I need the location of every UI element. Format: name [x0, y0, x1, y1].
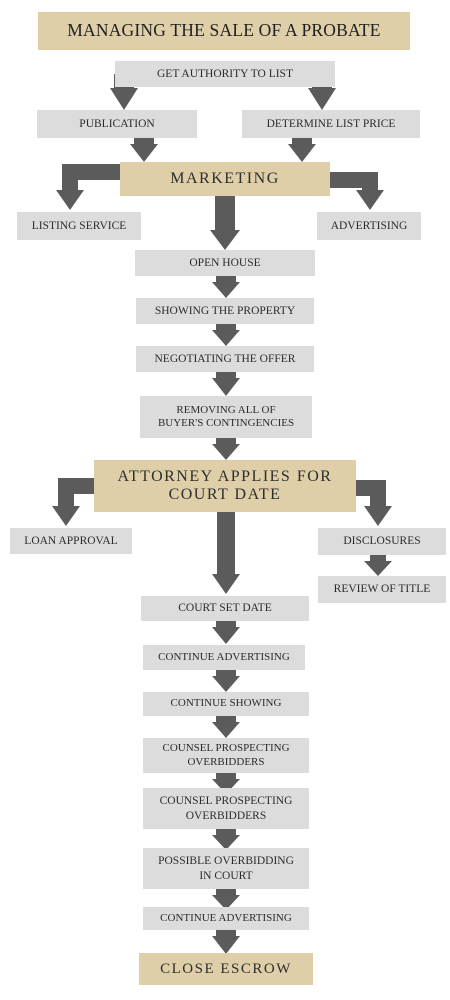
step-get-authority: GET AUTHORITY TO LIST: [115, 61, 335, 87]
step-showing-property: SHOWING THE PROPERTY: [136, 298, 314, 324]
arrow-to-advertising: [328, 172, 384, 210]
step-marketing: MARKETING: [120, 162, 330, 196]
arrow-to-counsel-2: [212, 773, 240, 794]
step-counsel-overbidders-1: COUNSEL PROSPECTING OVERBIDDERS: [143, 738, 309, 773]
arrow-to-court-set-date: [212, 512, 240, 594]
arrow-to-continue-advertising-2: [212, 889, 240, 910]
flowchart-title: MANAGING THE SALE OF A PROBATE: [38, 12, 410, 50]
step-continue-advertising-2: CONTINUE ADVERTISING: [143, 907, 309, 930]
arrow-to-negotiating: [212, 324, 240, 346]
arrow-to-showing: [212, 276, 240, 298]
step-disclosures: DISCLOSURES: [318, 528, 446, 555]
arrow-publication-to-marketing: [130, 138, 158, 162]
step-publication: PUBLICATION: [37, 110, 197, 138]
step-loan-approval: LOAN APPROVAL: [10, 528, 132, 554]
step-continue-showing: CONTINUE SHOWING: [143, 692, 309, 716]
step-counsel-overbidders-2: COUNSEL PROSPECTING OVERBIDDERS: [143, 788, 309, 829]
step-advertising: ADVERTISING: [317, 212, 421, 240]
step-possible-overbidding: POSSIBLE OVERBIDDING IN COURT: [143, 848, 309, 889]
arrow-to-loan-approval: [52, 478, 96, 526]
arrow-to-continue-showing: [212, 670, 240, 692]
step-removing-contingencies: REMOVING ALL OF BUYER'S CONTINGENCIES: [140, 396, 312, 438]
arrow-to-overbidding: [212, 829, 240, 850]
arrow-to-attorney: [212, 438, 240, 460]
arrow-to-listing-service: [56, 164, 122, 210]
step-court-set-date: COURT SET DATE: [141, 596, 309, 621]
step-listing-service: LISTING SERVICE: [17, 212, 141, 240]
step-close-escrow: CLOSE ESCROW: [139, 953, 313, 985]
step-negotiating-offer: NEGOTIATING THE OFFER: [136, 346, 314, 372]
step-attorney-court-date: ATTORNEY APPLIES FOR COURT DATE: [94, 460, 356, 512]
step-continue-advertising-1: CONTINUE ADVERTISING: [143, 645, 305, 670]
arrow-to-close-escrow: [212, 930, 240, 954]
arrow-to-disclosures: [356, 480, 392, 526]
step-review-of-title: REVIEW OF TITLE: [318, 576, 446, 603]
step-open-house: OPEN HOUSE: [135, 250, 315, 276]
arrow-to-review-title: [364, 555, 392, 576]
arrow-to-open-house: [210, 196, 240, 250]
arrow-to-counsel-1: [212, 716, 240, 738]
step-determine-list-price: DETERMINE LIST PRICE: [242, 110, 420, 138]
arrow-price-to-marketing: [288, 138, 316, 162]
arrow-to-continue-advertising-1: [212, 621, 240, 644]
arrow-to-removing: [212, 372, 240, 396]
